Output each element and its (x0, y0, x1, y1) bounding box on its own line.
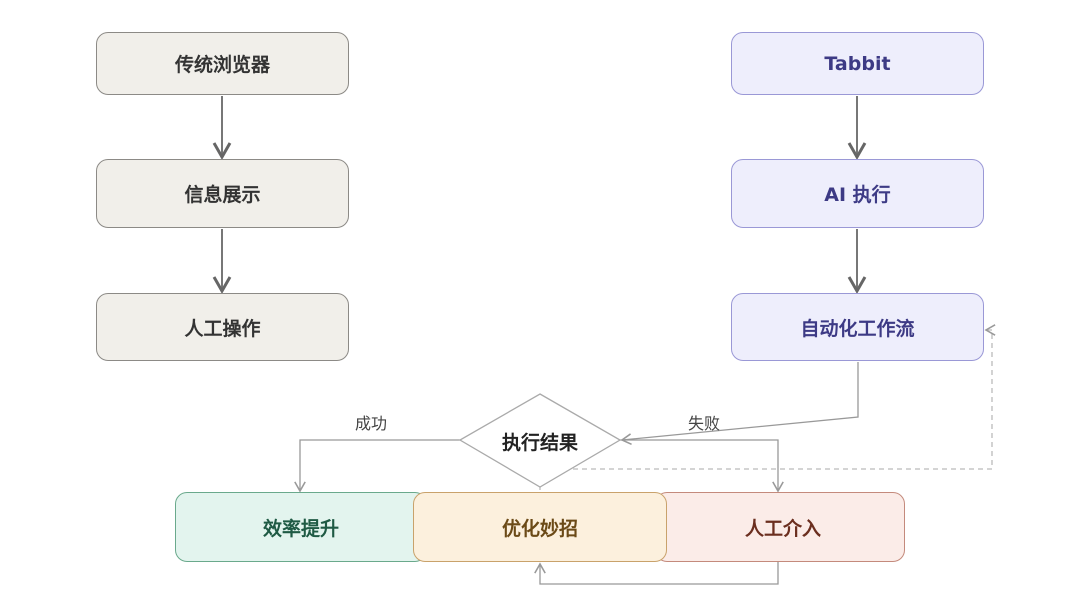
arrow-failure (620, 439, 784, 493)
node-automated-workflow: 自动化工作流 (731, 293, 984, 361)
arrow-workflow-to-decision (620, 362, 859, 446)
node-manual-intervention: 人工介入 (655, 492, 905, 562)
edge-label-success: 成功 (355, 414, 388, 433)
node-label: 人工介入 (744, 517, 821, 540)
node-manual-operation: 人工操作 (96, 293, 349, 361)
node-label: 优化妙招 (501, 517, 578, 540)
node-label: Tabbit (824, 52, 891, 75)
node-label: 传统浏览器 (174, 54, 270, 76)
edge-label-failure: 失败 (688, 414, 721, 433)
arrow-intervention-to-optimize (534, 562, 779, 585)
node-tabbit: Tabbit (731, 32, 984, 95)
node-efficiency-boost: 效率提升 (175, 492, 427, 562)
node-label: 自动化工作流 (800, 317, 915, 340)
node-info-display: 信息展示 (96, 159, 349, 228)
node-label: 效率提升 (262, 517, 339, 540)
node-label: 人工操作 (184, 317, 261, 340)
node-label: AI 执行 (824, 184, 891, 206)
node-label: 信息展示 (184, 184, 261, 206)
arrow-success (294, 439, 462, 493)
decision-label: 执行结果 (501, 432, 578, 454)
node-optimization-tips: 优化妙招 (413, 492, 667, 562)
decision-diamond (458, 393, 622, 488)
node-traditional-browser: 传统浏览器 (96, 32, 349, 95)
node-ai-execution: AI 执行 (731, 159, 984, 228)
